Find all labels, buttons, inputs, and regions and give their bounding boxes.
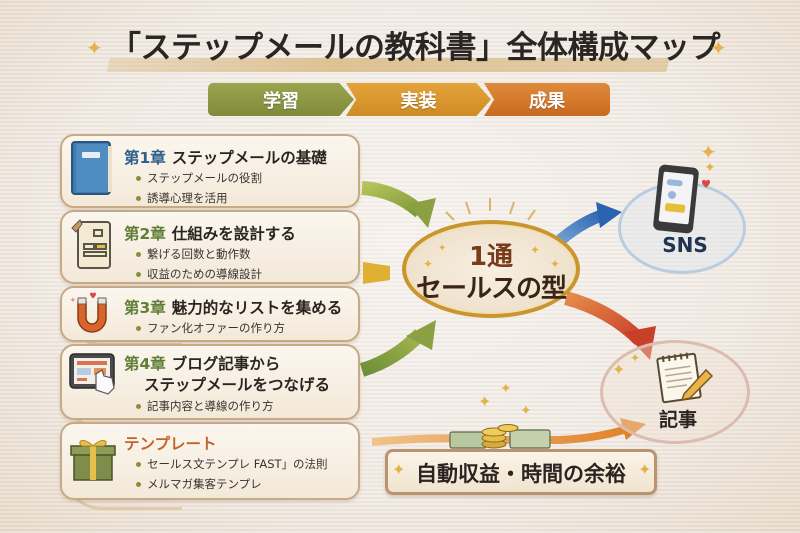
notepad-pencil-icon bbox=[656, 352, 714, 404]
sparkle-icon: ✦ bbox=[700, 140, 717, 164]
chapter-number: 第3章 bbox=[124, 299, 166, 317]
sparkle-icon: ✦ bbox=[438, 243, 447, 254]
svg-text:+: + bbox=[70, 296, 76, 304]
magnet-icon: + bbox=[70, 292, 107, 333]
chapter-name-line1: ブログ記事から bbox=[171, 355, 281, 373]
chapter-name: 仕組みを設計する bbox=[171, 225, 296, 243]
center-label-line1: 1通 bbox=[468, 242, 514, 272]
bullet-item: 記事内容と導線の作り方 bbox=[136, 396, 274, 416]
svg-text:✦: ✦ bbox=[704, 160, 716, 176]
chapter-bullets: ステップメールの役割 誘導心理を活用 bbox=[136, 168, 262, 208]
sparkle-icon: ✦ bbox=[612, 360, 626, 379]
sparkle-icon: ✦ bbox=[500, 381, 512, 397]
chapter-title: 第2章仕組みを設計する bbox=[124, 222, 296, 244]
article-label: 記事 bbox=[658, 409, 697, 431]
arrow-chapter2-to-center bbox=[363, 262, 390, 284]
chapter-card-3: + 第3章魅力的なリストを集める ファン化オファーの作り方 bbox=[60, 286, 360, 342]
gift-box-icon bbox=[70, 440, 116, 481]
phase-implementation: 実装 bbox=[346, 83, 491, 116]
sunburst-lines bbox=[445, 198, 536, 221]
chapter-bullets: 繋げる回数と動作数 収益のための導線設計 bbox=[136, 244, 262, 284]
sparkle-icon: ✦ bbox=[478, 392, 492, 411]
phase-results: 成果 bbox=[484, 83, 610, 116]
blueprint-icon bbox=[71, 219, 111, 269]
book-icon bbox=[71, 141, 112, 195]
chapter-title: 第4章ブログ記事から bbox=[124, 352, 280, 374]
chapter-name: 魅力的なリストを集める bbox=[171, 299, 343, 317]
phase-learning: 学習 bbox=[208, 83, 354, 116]
sparkle-icon: ✦ bbox=[630, 351, 641, 365]
chapter-card-4: 第4章ブログ記事から ステップメールをつなげる 記事内容と導線の作り方 bbox=[60, 344, 360, 420]
sparkle-icon: ✦ bbox=[550, 257, 561, 271]
chapter-name: ステップメールの基礎 bbox=[171, 149, 327, 167]
templates-title: テンプレート bbox=[124, 435, 217, 453]
chapter-title: 第1章ステップメールの基礎 bbox=[124, 146, 327, 168]
sparkle-icon: ✦ bbox=[530, 243, 541, 257]
arrow-chapter4-to-center bbox=[359, 320, 436, 377]
sparkle-icon: ✦ bbox=[423, 257, 434, 271]
sparkle-icon: ✦ bbox=[520, 403, 532, 419]
chapter-number: 第2章 bbox=[124, 225, 166, 243]
chapter-bullets: ファン化オファーの作り方 bbox=[136, 318, 285, 338]
sparkle-icon: ✦ bbox=[710, 36, 727, 60]
bullet-item: 収益のための導線設計 bbox=[136, 264, 262, 284]
center-label-line2: セールスの型 bbox=[415, 274, 567, 304]
chapter-title: 第3章魅力的なリストを集める bbox=[124, 296, 342, 318]
bullet-item: ファン化オファーの作り方 bbox=[136, 318, 285, 338]
money-coins-icon bbox=[449, 424, 551, 449]
chapter-title: テンプレート bbox=[124, 432, 217, 454]
page-title: 「ステップメールの教科書」全体構成マップ bbox=[110, 30, 721, 66]
chapter-card-1: 第1章ステップメールの基礎 ステップメールの役割 誘導心理を活用 bbox=[60, 134, 360, 208]
chapter-card-2: 第2章仕組みを設計する 繋げる回数と動作数 収益のための導線設計 bbox=[60, 210, 360, 284]
bullet-item: ステップメールの役割 bbox=[136, 168, 262, 188]
sparkle-icon: ✦ bbox=[86, 36, 103, 60]
center-sales-template bbox=[402, 220, 580, 318]
chapter-name-line2: ステップメールをつなげる bbox=[144, 376, 331, 394]
sns-label: SNS bbox=[662, 233, 708, 257]
result-box bbox=[385, 449, 657, 495]
smartphone-icon: ✦ bbox=[653, 160, 716, 234]
chapter-bullets: セールス文テンプレ FAST」の法則 メルマガ集客テンプレ bbox=[136, 454, 328, 494]
chapter-number: 第1章 bbox=[124, 149, 166, 167]
arrow-chapter1-to-center bbox=[361, 181, 436, 228]
chapter-number: 第4章 bbox=[124, 355, 166, 373]
bullet-item: メルマガ集客テンプレ bbox=[136, 474, 328, 494]
chapter-bullets: 記事内容と導線の作り方 bbox=[136, 396, 274, 416]
bullet-item: 繋げる回数と動作数 bbox=[136, 244, 262, 264]
sparkle-icon: ✦ bbox=[638, 460, 652, 479]
sparkle-icon: ✦ bbox=[392, 460, 406, 479]
result-label: 自動収益・時間の余裕 bbox=[416, 462, 626, 486]
bullet-item: セールス文テンプレ FAST」の法則 bbox=[136, 454, 328, 474]
templates-card: テンプレート セールス文テンプレ FAST」の法則 メルマガ集客テンプレ bbox=[60, 422, 360, 500]
tablet-touch-icon bbox=[69, 353, 115, 395]
bullet-item: 誘導心理を活用 bbox=[136, 188, 262, 208]
